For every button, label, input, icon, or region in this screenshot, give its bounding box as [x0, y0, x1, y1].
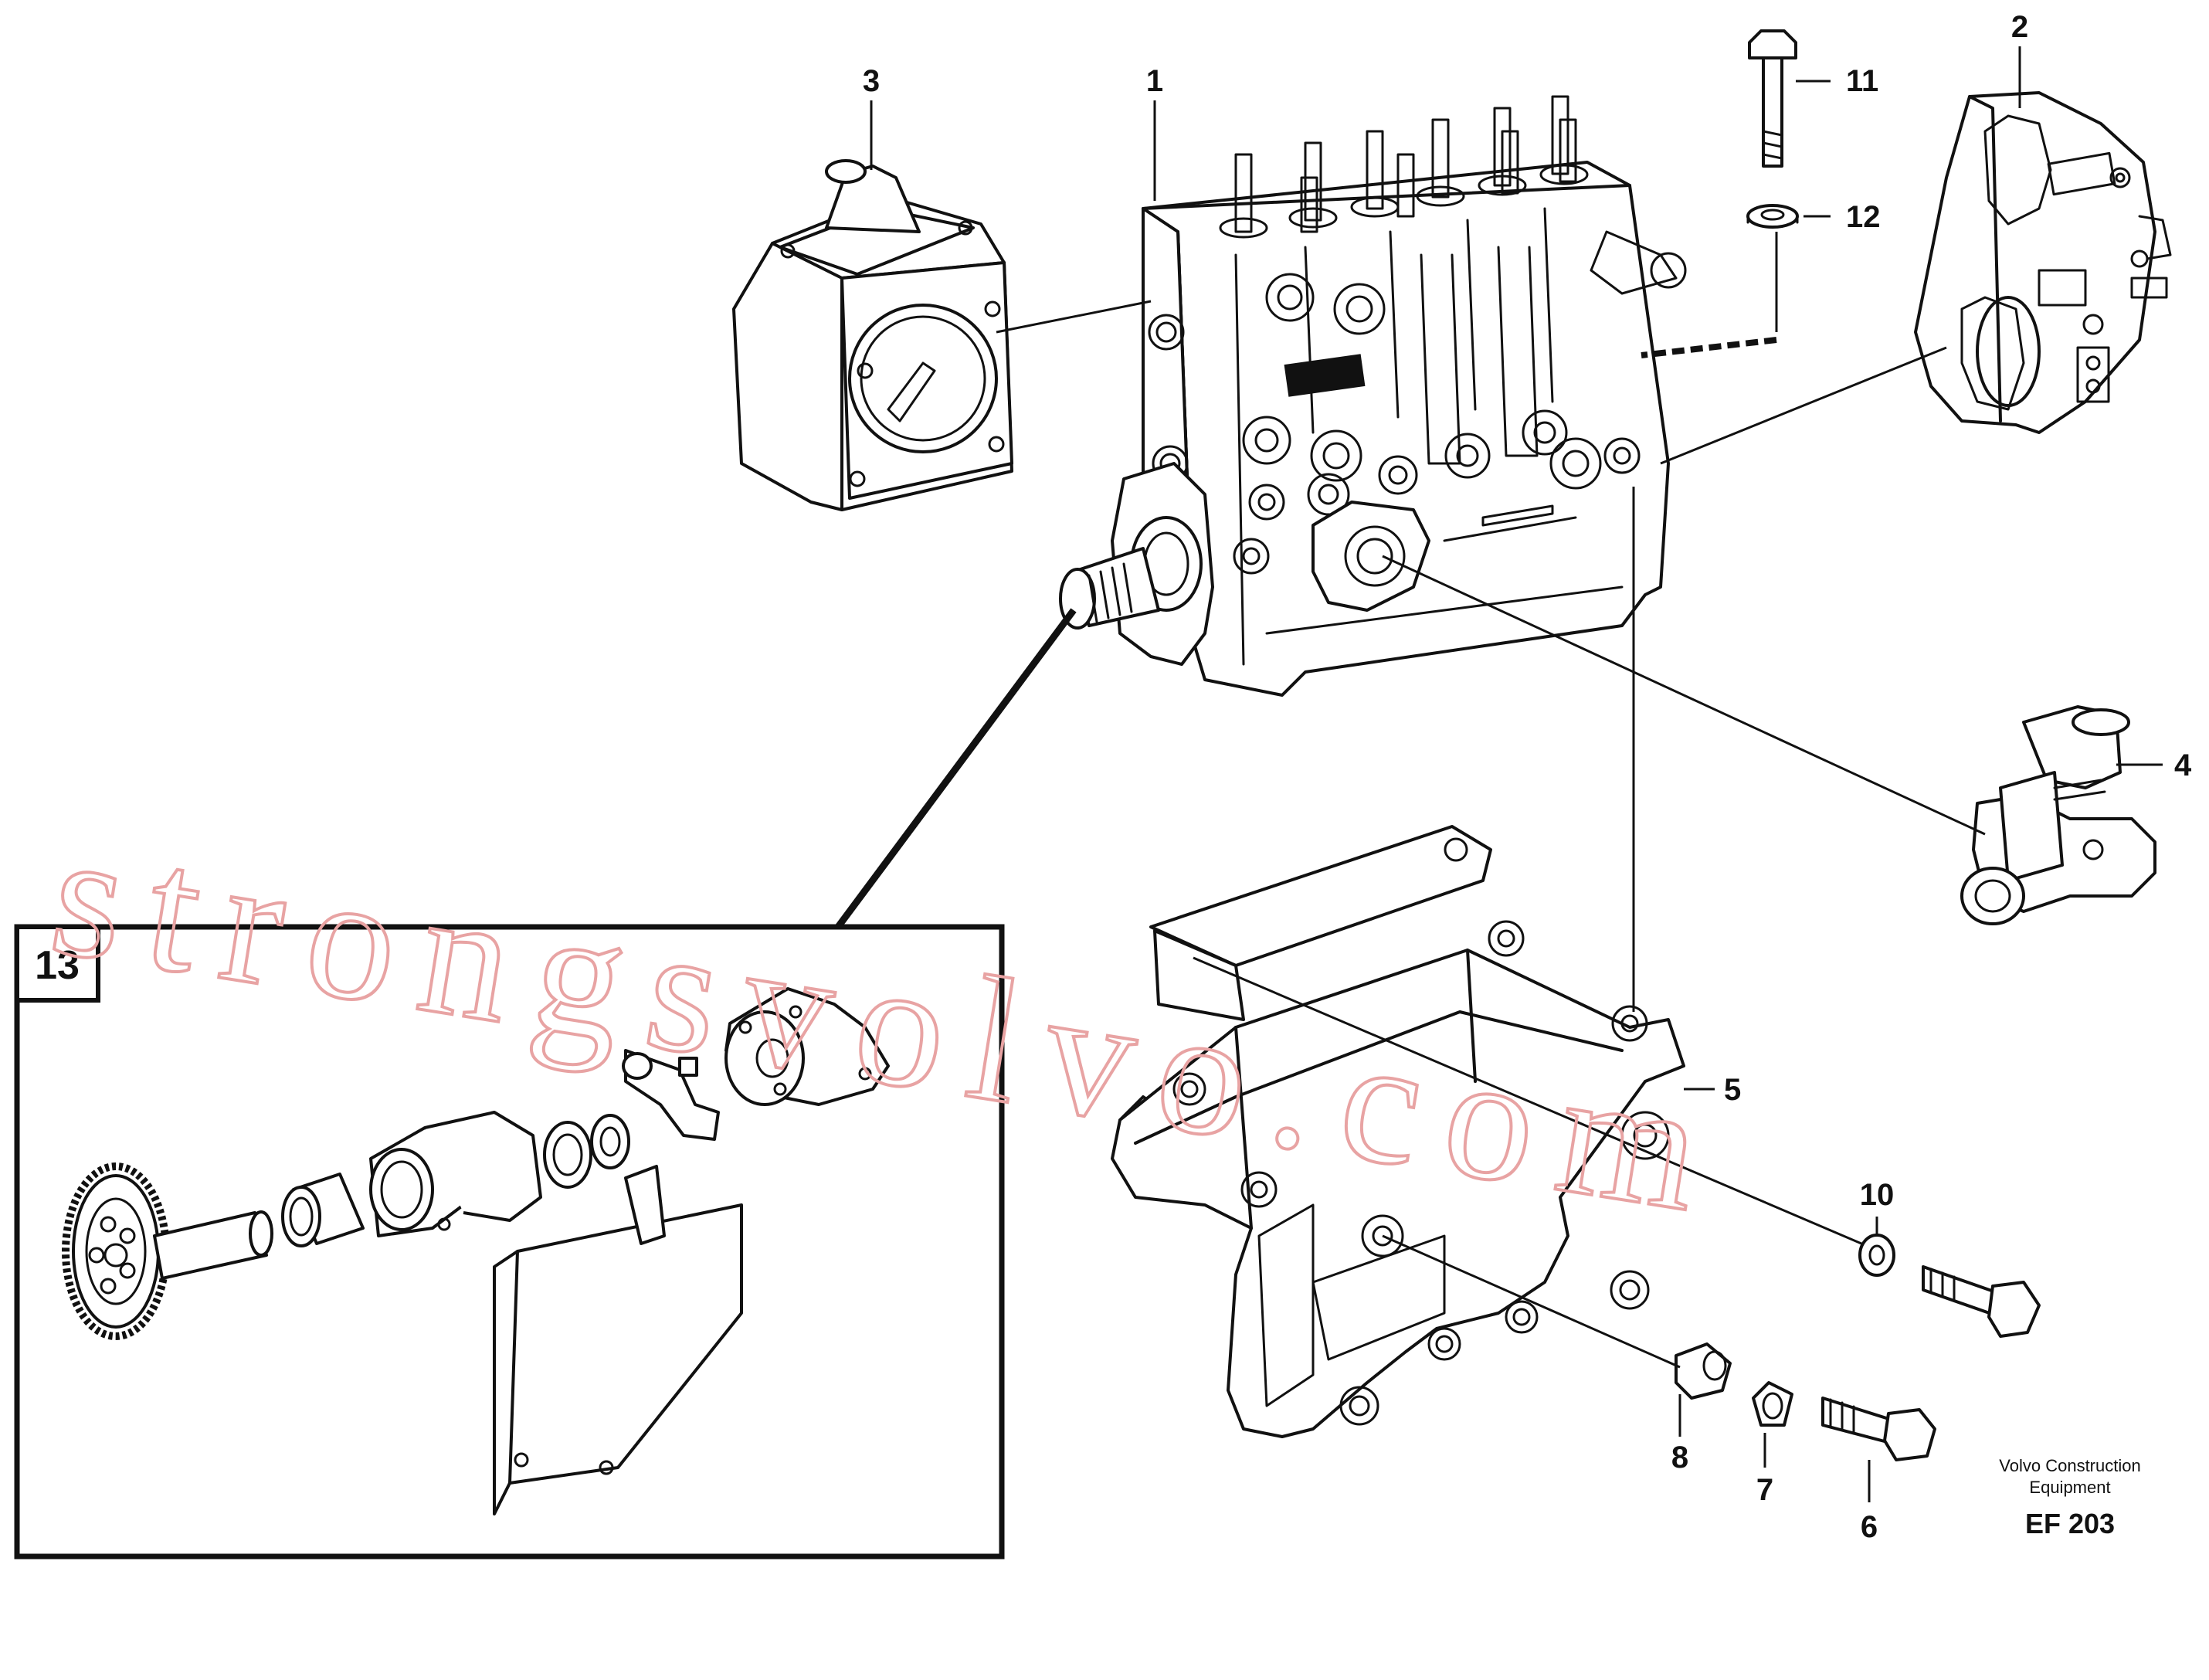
callout-6: 6 — [1861, 1510, 1878, 1544]
bearing — [281, 1173, 365, 1247]
assembly-lines — [835, 232, 1986, 1369]
detail-box-label: 13 — [35, 943, 80, 988]
injection-pump-part-1 — [1059, 95, 1687, 697]
figure-code: EF 203 — [2025, 1508, 2115, 1539]
washer-part-7 — [1752, 1381, 1793, 1427]
callout-12: 12 — [1846, 200, 1881, 234]
bolt-part-10 — [1922, 1265, 2041, 1338]
drive-gear — [62, 1162, 170, 1340]
washer-part-10 — [1858, 1234, 1895, 1277]
coupling-flange — [724, 987, 890, 1106]
cover-plate — [493, 1165, 743, 1515]
callout-4: 4 — [2174, 748, 2192, 782]
callout-5: 5 — [1724, 1073, 1741, 1107]
callout-leaders — [870, 46, 2163, 1502]
governor-cover-part-3 — [732, 159, 1013, 511]
callout-8: 8 — [1671, 1441, 1688, 1475]
callout-10: 10 — [1860, 1178, 1895, 1212]
bolt-part-11 — [1748, 29, 1797, 168]
credit-line-1: Volvo Construction — [1999, 1456, 2140, 1475]
callout-labels: 3 1 2 11 12 4 5 10 8 7 6 — [863, 10, 2192, 1544]
governor-assembly-part-2 — [1914, 91, 2172, 434]
bolt-part-6 — [1821, 1397, 1936, 1461]
callout-3: 3 — [863, 64, 880, 98]
feed-pump-part-4 — [1960, 705, 2156, 925]
detail-box-13: 13 — [14, 924, 1005, 1560]
callout-2: 2 — [2011, 10, 2028, 44]
bearing-housing — [369, 1111, 542, 1237]
pump-bracket-part-5 — [1111, 825, 1685, 1438]
washer-part-12 — [1746, 204, 1799, 229]
credit-line-2: Equipment — [2029, 1478, 2110, 1497]
spacer-part-8 — [1675, 1342, 1732, 1400]
figure-credit: Volvo Construction Equipment EF 203 — [1999, 1456, 2140, 1539]
callout-11: 11 — [1846, 64, 1878, 98]
callout-7: 7 — [1756, 1473, 1773, 1507]
callout-1: 1 — [1146, 64, 1163, 98]
